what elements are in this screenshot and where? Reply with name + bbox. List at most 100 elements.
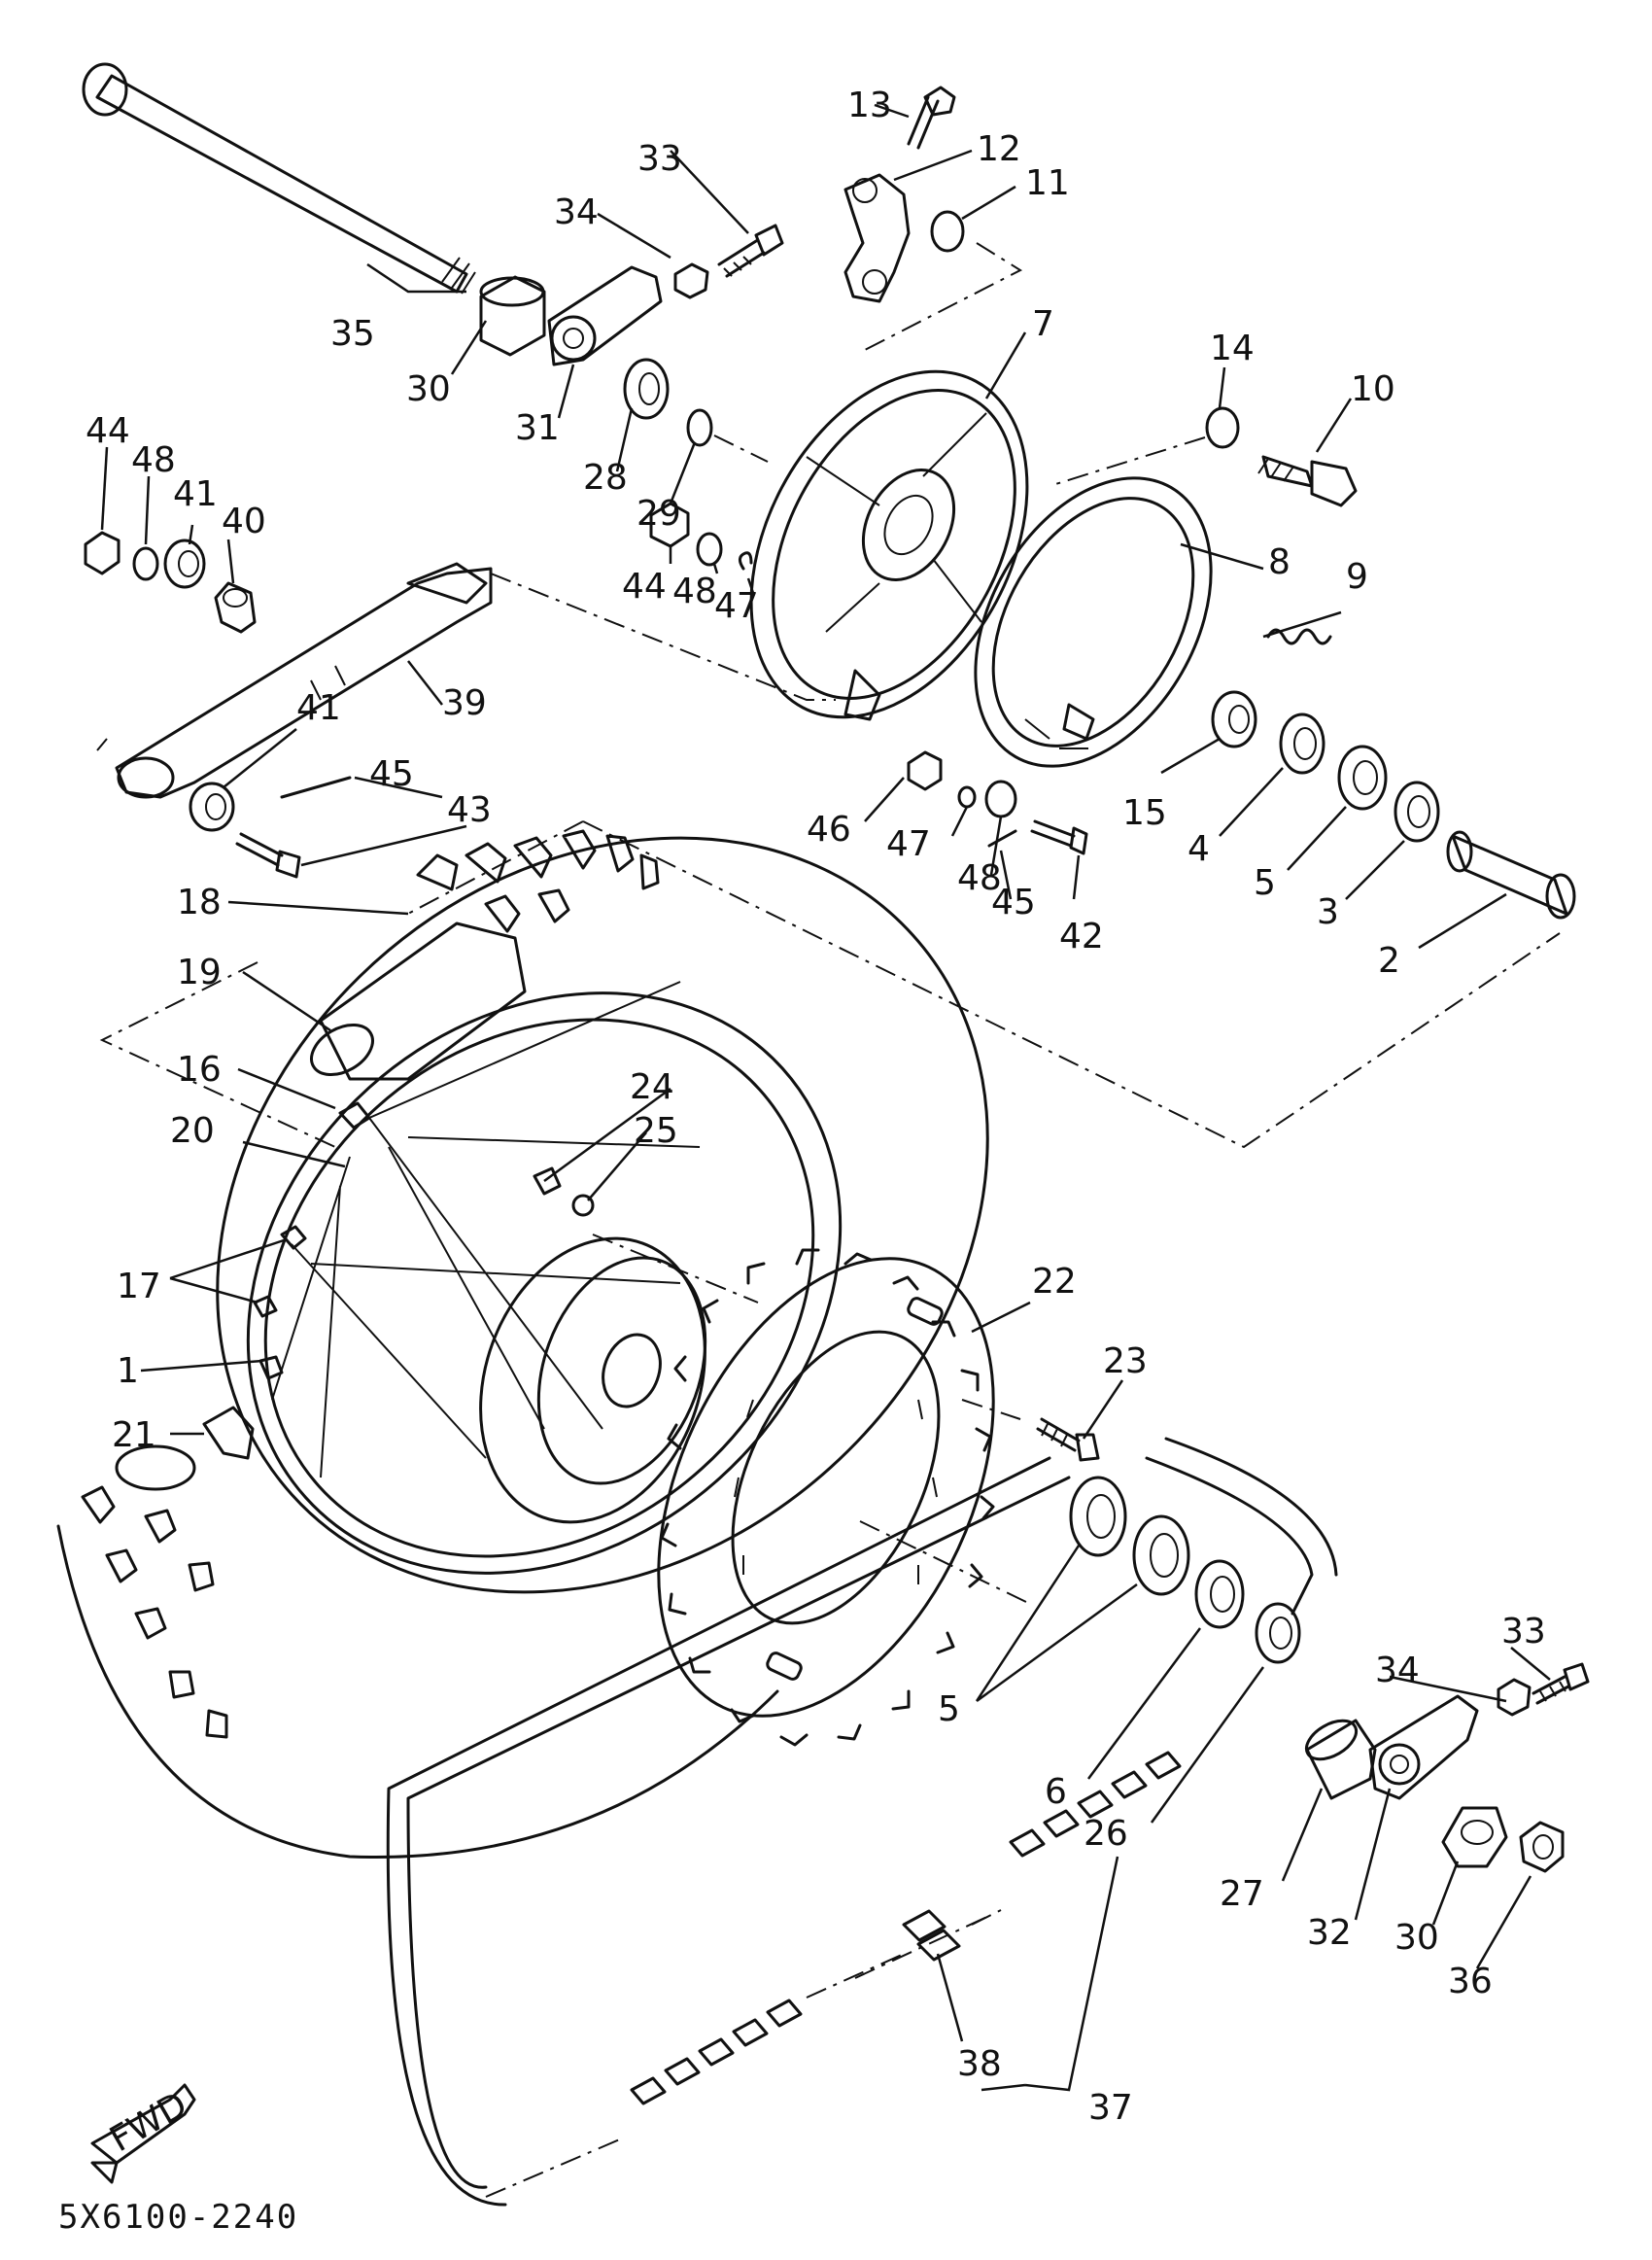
washer-14: [1205, 406, 1240, 449]
cotter-pin-47-lower: [957, 785, 977, 809]
callout-8: 8: [1268, 542, 1291, 582]
callout-11: 11: [1025, 163, 1070, 203]
callout-2: 2: [1378, 941, 1400, 981]
callout-40: 40: [222, 502, 266, 541]
callout-17: 17: [117, 1267, 161, 1306]
axle-collar-30-lower: [1441, 1806, 1508, 1868]
seal-26: [1255, 1602, 1301, 1664]
callout-25: 25: [634, 1111, 678, 1151]
callout-12: 12: [977, 129, 1021, 169]
callout-5-right: 5: [1254, 863, 1276, 903]
callout-1: 1: [117, 1351, 139, 1391]
washer-48-mid: [696, 532, 723, 567]
callout-31: 31: [515, 408, 560, 448]
bearing-5-right: [1337, 745, 1388, 811]
nut-11: [930, 210, 965, 253]
leader-lines: [100, 103, 1551, 2092]
callout-4: 4: [1187, 829, 1210, 869]
cotter-pin-45-lower: [987, 829, 1017, 848]
torque-arm-39: [115, 562, 493, 799]
callout-48-lower: 48: [957, 858, 1002, 898]
washer-48-lower: [984, 780, 1017, 818]
seal-3: [1394, 781, 1440, 843]
collar-15: [1211, 690, 1257, 748]
callout-44-left: 44: [86, 411, 130, 451]
bolt-13: [907, 86, 956, 150]
axle-nut-36: [1519, 1821, 1565, 1873]
callout-14: 14: [1210, 329, 1255, 368]
callout-37: 37: [1088, 2088, 1133, 2128]
callout-30-lower: 30: [1394, 1918, 1439, 1958]
rear-wheel-assembly: [56, 829, 989, 1860]
callout-36: 36: [1448, 1962, 1493, 2001]
callout-44-mid: 44: [622, 567, 667, 607]
callout-42: 42: [1059, 917, 1104, 956]
chain-puller-32: [1368, 1694, 1479, 1800]
callout-20: 20: [170, 1111, 215, 1151]
callout-24: 24: [630, 1067, 674, 1107]
seal-4: [1279, 713, 1325, 775]
callout-34-top: 34: [554, 192, 599, 232]
callout-23: 23: [1103, 1341, 1148, 1381]
callout-27: 27: [1220, 1874, 1264, 1914]
callout-29: 29: [637, 494, 681, 534]
torque-bracket-12: [843, 173, 911, 303]
callout-39: 39: [442, 683, 487, 723]
rear-axle-35: [82, 62, 476, 295]
chain-puller-31: [547, 265, 663, 366]
callout-45-left: 45: [369, 754, 414, 794]
callout-16: 16: [177, 1050, 222, 1090]
callout-33-top: 33: [637, 139, 682, 179]
nut-34-lower: [1497, 1678, 1532, 1717]
fwd-direction-badge: FWD: [90, 2083, 196, 2184]
callout-3: 3: [1317, 892, 1339, 932]
sprocket-bolt-23: [1036, 1417, 1100, 1462]
callout-33-lower: 33: [1501, 1612, 1546, 1652]
cotter-pin-47-mid: [739, 551, 753, 571]
nut-46: [907, 750, 943, 791]
callout-41-lower: 41: [296, 688, 341, 728]
diagram-code: 5X6100-2240: [58, 2198, 298, 2237]
callout-48-mid: 48: [672, 572, 717, 611]
callout-15: 15: [1122, 793, 1167, 833]
axle-collar-30: [479, 275, 546, 357]
callout-26: 26: [1084, 1814, 1128, 1854]
callout-30-top: 30: [406, 369, 451, 409]
callout-34-lower: 34: [1375, 1651, 1420, 1690]
collar-41-lower: [189, 782, 235, 832]
o-ring-29: [686, 408, 713, 447]
seal-28: [623, 358, 670, 420]
master-link-38: [902, 1909, 961, 1962]
callout-47-lower: 47: [886, 824, 931, 864]
callout-21: 21: [112, 1415, 156, 1455]
drive-chain-37: [386, 1437, 1338, 2207]
callout-19: 19: [177, 953, 222, 992]
brake-cam-10: [1257, 455, 1358, 507]
nut-34-top: [673, 262, 709, 299]
collar-27: [1304, 1719, 1377, 1800]
brake-shoes-8: [974, 476, 1213, 768]
bolt-33-top: [717, 224, 784, 278]
bearing-5-left: [1069, 1476, 1190, 1596]
sprocket-22: [657, 1248, 995, 1747]
spacer-2: [1446, 830, 1576, 920]
callout-9: 9: [1346, 557, 1368, 597]
bushing-40: [214, 581, 257, 634]
callout-43: 43: [447, 790, 492, 830]
bolt-33-lower: [1532, 1662, 1590, 1705]
callout-10: 10: [1351, 369, 1395, 409]
callout-numbers: 13 12 11 33 34 35 30 31 7 14 10 28 29 44…: [86, 86, 1546, 2128]
callout-41-top: 41: [173, 474, 218, 514]
callout-18: 18: [177, 883, 222, 922]
callout-5-left: 5: [938, 1689, 960, 1729]
callout-45-lower: 45: [991, 883, 1036, 922]
callout-6: 6: [1045, 1772, 1067, 1812]
washer-48-left: [132, 546, 159, 581]
callout-32: 32: [1307, 1913, 1352, 1953]
callout-46: 46: [807, 810, 851, 850]
callout-35: 35: [330, 314, 375, 354]
cotter-pin-45-left: [280, 776, 352, 799]
callout-22: 22: [1032, 1262, 1077, 1302]
